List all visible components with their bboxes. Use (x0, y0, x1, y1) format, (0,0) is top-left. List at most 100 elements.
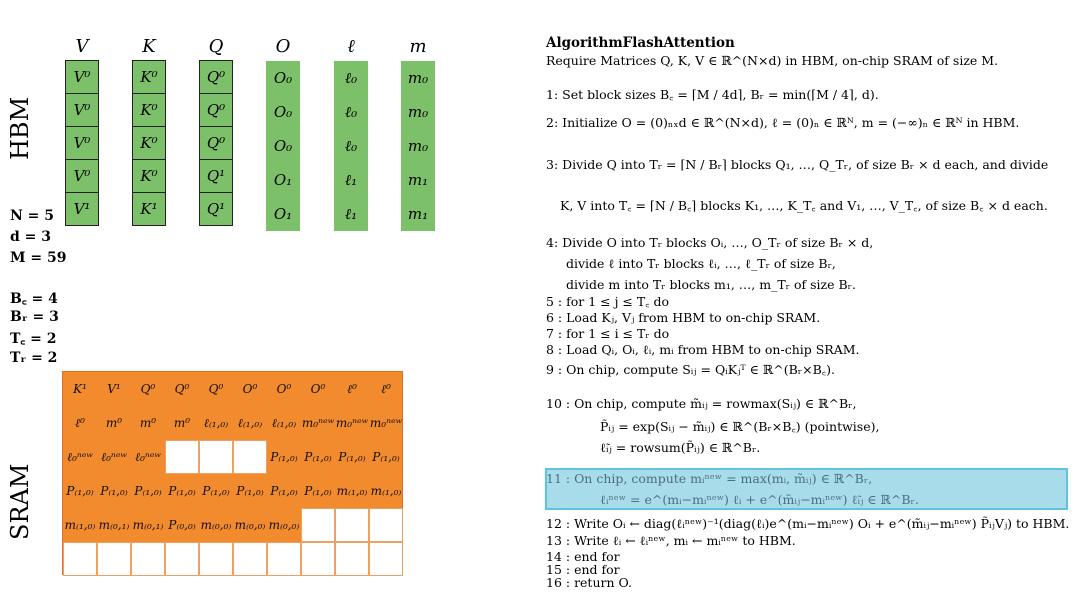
hbm-cell: ℓ₁ (334, 197, 368, 231)
hbm-column-header: O (275, 36, 291, 57)
hbm-cell: ℓ₁ (334, 163, 368, 197)
sram-cell: m₀ⁿᵉʷ (369, 416, 403, 430)
hbm-cell: ℓ₀ (334, 129, 368, 163)
param-tc: T꜀ = 2 (10, 331, 57, 347)
param-tr: Tᵣ = 2 (10, 350, 58, 366)
param-bc: B꜀ = 4 (10, 291, 58, 307)
sram-cell: ℓ⁰ (75, 415, 85, 430)
algorithm-line: 8 : Load Qᵢ, Oᵢ, ℓᵢ, mᵢ from HBM to on-c… (546, 342, 860, 357)
hbm-cell: Q⁰ (199, 60, 233, 94)
sram-row (63, 542, 403, 576)
hbm-cell: Q⁰ (199, 126, 233, 160)
sram-cell: P₍₁,₀₎ (100, 484, 128, 498)
hbm-cell: K⁰ (132, 93, 166, 127)
hbm-column-header: Q (208, 36, 224, 57)
sram-label: SRAM (6, 463, 34, 540)
algorithm-line: P̃ᵢⱼ = exp(Sᵢⱼ − m̃ᵢⱼ) ∈ ℝ^(Bᵣ×B꜀) (poin… (600, 419, 880, 434)
sram-empty-slot (63, 542, 97, 576)
sram-cell: P₍₁,₀₎ (338, 450, 366, 464)
sram-cell: m⁰ (105, 416, 123, 430)
algorithm-line: 5 : for 1 ≤ j ≤ T꜀ do (546, 294, 670, 309)
algorithm-line: 1: Set block sizes B꜀ = ⌈M / 4d⌉, Bᵣ = m… (546, 87, 879, 102)
sram-cell: m₍₁,₀₎ (336, 484, 368, 498)
sram-cell: ℓ⁰ (381, 381, 391, 396)
sram-cell: m₍₁,₀₎ (370, 484, 402, 498)
hbm-cell: V⁰ (65, 60, 99, 94)
algorithm-title: AlgorithmFlashAttention (546, 35, 735, 51)
hbm-cell: V⁰ (65, 126, 99, 160)
algorithm-line: 12 : Write Oᵢ ← diag(ℓᵢⁿᵉʷ)⁻¹(diag(ℓᵢ)e^… (546, 516, 1070, 531)
sram-empty-slot (233, 542, 267, 576)
sram-cell: K¹ (73, 382, 87, 396)
sram-empty-slot (335, 542, 369, 576)
sram-empty-slot (199, 440, 233, 474)
algorithm-line: 11 : On chip, compute mᵢⁿᵉʷ = max(mᵢ, m̃… (546, 471, 873, 486)
sram-cell: m₍₀,₁₎ (132, 518, 164, 532)
hbm-cell: Q¹ (199, 192, 233, 226)
sram-cell: m₀ⁿᵉʷ (335, 416, 369, 430)
sram-empty-slot (131, 542, 165, 576)
algorithm-line: 10 : On chip, compute m̃ᵢⱼ = rowmax(Sᵢⱼ)… (546, 396, 857, 411)
sram-cell: ℓ₀ⁿᵉʷ (101, 449, 127, 464)
hbm-cell: Q¹ (199, 159, 233, 193)
sram-empty-slot (267, 542, 301, 576)
sram-cell: P₍₁,₀₎ (168, 484, 196, 498)
sram-cell: P₍₁,₀₎ (304, 450, 332, 464)
sram-empty-slot (199, 542, 233, 576)
hbm-cell: m₁ (401, 163, 435, 197)
algorithm-line: K, V into T꜀ = ⌈N / B꜀⌉ blocks K₁, …, K_… (560, 198, 1048, 213)
sram-empty-slot (165, 542, 199, 576)
param-m: M = 59 (10, 250, 67, 266)
sram-row: P₍₁,₀₎P₍₁,₀₎P₍₁,₀₎P₍₁,₀₎P₍₁,₀₎P₍₁,₀₎P₍₁,… (63, 474, 403, 508)
hbm-cell: O₀ (266, 129, 300, 163)
sram-cell: m⁰ (173, 416, 191, 430)
algorithm-line: divide m into Tᵣ blocks m₁, …, m_Tᵣ of s… (566, 277, 856, 292)
param-br: Bᵣ = 3 (10, 309, 59, 325)
sram-cell: P₍₁,₀₎ (134, 484, 162, 498)
hbm-cell: m₀ (401, 61, 435, 95)
hbm-cell: m₁ (401, 197, 435, 231)
sram-cell: V¹ (107, 382, 121, 396)
hbm-cell: O₁ (266, 163, 300, 197)
sram-cell: Q⁰ (208, 382, 224, 396)
hbm-cell: m₀ (401, 95, 435, 129)
sram-empty-slot (335, 508, 369, 542)
hbm-column-header: K (142, 36, 156, 57)
sram-cell: P₍₀,₀₎ (168, 518, 196, 532)
param-d: d = 3 (10, 229, 52, 245)
sram-empty-slot (369, 542, 403, 576)
algorithm-line: 6 : Load Kⱼ, Vⱼ from HBM to on-chip SRAM… (546, 310, 821, 325)
sram-cell: O⁰ (310, 382, 326, 396)
sram-empty-slot (97, 542, 131, 576)
sram-cell: O⁰ (276, 382, 292, 396)
sram-cell: P₍₁,₀₎ (304, 484, 332, 498)
algorithm-line: ℓᵢⁿᵉʷ = e^(mᵢ−mᵢⁿᵉʷ) ℓᵢ + e^(m̃ᵢⱼ−mᵢⁿᵉʷ)… (600, 492, 919, 507)
algorithm-line: 3: Divide Q into Tᵣ = ⌈N / Bᵣ⌉ blocks Q₁… (546, 157, 1049, 172)
sram-cell: P₍₁,₀₎ (270, 450, 298, 464)
sram-cell: m₍₁,₀₎ (64, 518, 96, 532)
hbm-cell: V⁰ (65, 159, 99, 193)
hbm-cell: K⁰ (132, 126, 166, 160)
hbm-cell: O₀ (266, 95, 300, 129)
hbm-cell: O₁ (266, 197, 300, 231)
sram-cell: m⁰ (139, 416, 157, 430)
sram-cell: Q⁰ (174, 382, 190, 396)
sram-empty-slot (165, 440, 199, 474)
algorithm-line: 15 : end for (546, 562, 620, 577)
sram-cell: P₍₁,₀₎ (270, 484, 298, 498)
sram-cell: P₍₁,₀₎ (202, 484, 230, 498)
hbm-cell: ℓ₀ (334, 61, 368, 95)
algorithm-line: 16 : return O. (546, 575, 632, 590)
sram-cell: Q⁰ (140, 382, 156, 396)
sram-cell: m₍₀,₁₎ (98, 518, 130, 532)
algorithm-line: ℓ̃ᵢⱼ = rowsum(P̃ᵢⱼ) ∈ ℝ^Bᵣ. (600, 440, 761, 455)
